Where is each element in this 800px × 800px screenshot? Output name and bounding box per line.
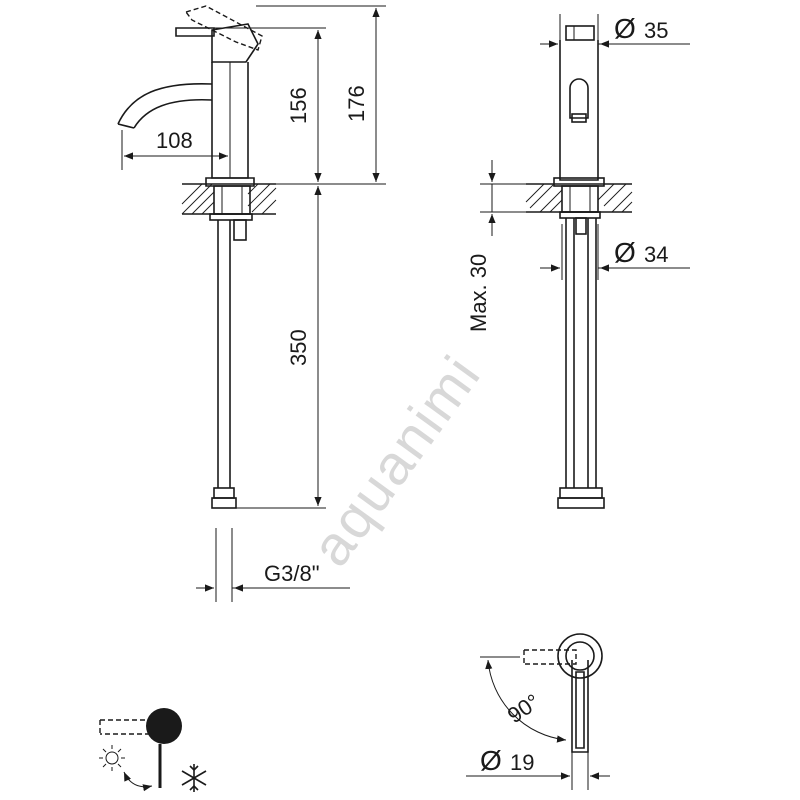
dim-height-total: 176 bbox=[344, 85, 369, 122]
countertop-left bbox=[181, 183, 277, 215]
lever-knob-icon bbox=[146, 708, 182, 744]
snowflake-icon bbox=[181, 764, 207, 792]
dia-symbol-34: Ø bbox=[614, 237, 636, 268]
dim-spout-reach: 108 bbox=[156, 128, 193, 153]
top-view-lever-rotation: 90° Ø 19 bbox=[466, 633, 610, 790]
watermark: aquanimi bbox=[299, 343, 493, 577]
front-view: Ø 35 Max. 30 Ø 34 bbox=[466, 13, 690, 509]
dia-symbol-19: Ø bbox=[480, 745, 502, 776]
countertop-right bbox=[525, 183, 633, 213]
side-view: 108 156 176 350 G3/8" bbox=[117, 5, 386, 602]
dim-max-deck: Max. 30 bbox=[466, 254, 491, 332]
dim-lever-diameter: 19 bbox=[510, 750, 534, 775]
dim-mount-diameter: 34 bbox=[644, 242, 668, 267]
curved-arrow-icon bbox=[123, 771, 153, 792]
dim-body-diameter: 35 bbox=[644, 18, 668, 43]
dim-connection: G3/8" bbox=[264, 561, 320, 586]
sun-icon bbox=[99, 745, 125, 771]
dim-lever-angle: 90° bbox=[503, 689, 545, 728]
dim-height-body: 156 bbox=[286, 87, 311, 124]
hot-cold-legend bbox=[99, 708, 207, 792]
dim-hose-length: 350 bbox=[286, 329, 311, 366]
dia-symbol-35: Ø bbox=[614, 13, 636, 44]
